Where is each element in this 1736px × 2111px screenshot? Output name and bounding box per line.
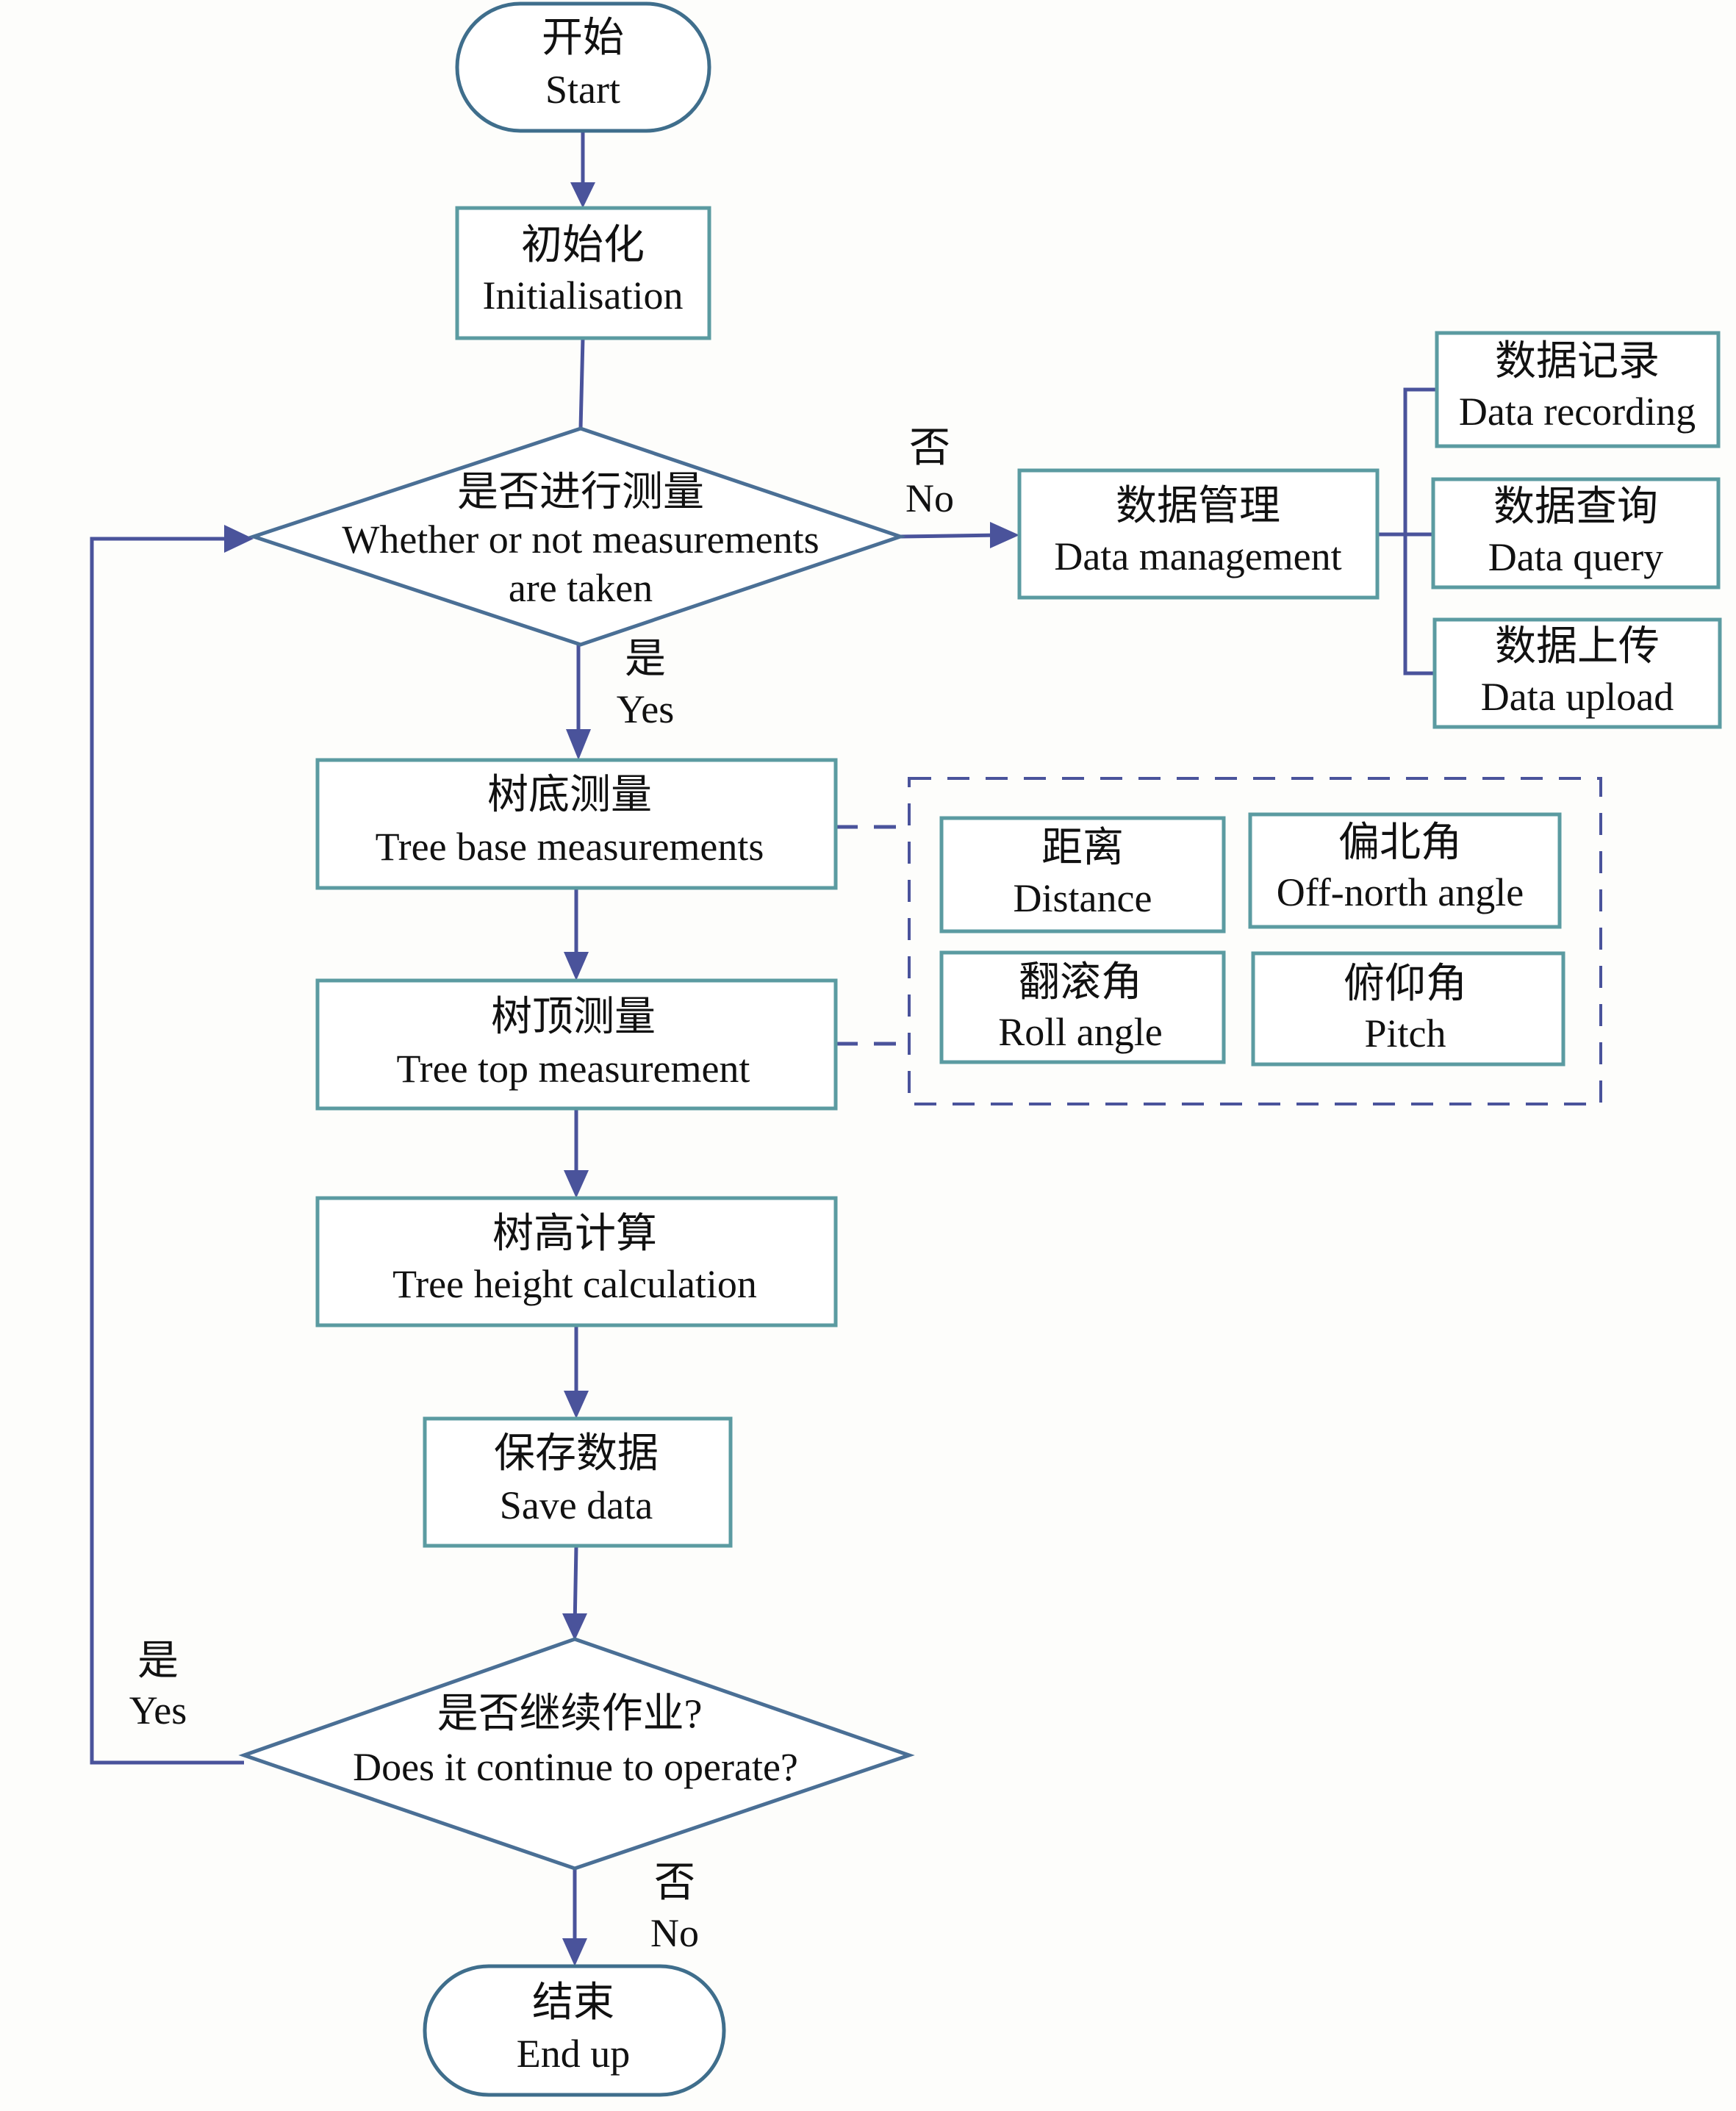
roll-label-en: Roll angle: [998, 1010, 1162, 1054]
end-label-en: End up: [517, 2032, 631, 2076]
arrowhead: [562, 1613, 587, 1641]
edge-loop-back: [90, 537, 244, 1765]
data-query-label-en: Data query: [1488, 535, 1663, 579]
save-label-en: Save data: [500, 1483, 653, 1527]
edge-label-continue-no-en: No: [650, 1911, 699, 1955]
tree-height-calculation-process[interactable]: 树高计算 Tree height calculation: [315, 1196, 838, 1327]
decision-continue-label-en: Does it continue to operate?: [353, 1745, 798, 1789]
arrowhead: [564, 952, 589, 981]
tree-base-process[interactable]: 树底测量 Tree base measurements: [315, 758, 838, 890]
start-label-en: Start: [545, 68, 620, 112]
decision-measure-label-en1: Whether or not measurements: [342, 517, 819, 562]
distance-param[interactable]: 距离 Distance: [939, 816, 1226, 933]
edge-decision-datamgmt: [900, 533, 1000, 539]
roll-angle-param[interactable]: 翻滚角 Roll angle: [939, 950, 1226, 1064]
start-label-zh: 开始: [542, 15, 624, 61]
decision-measure-label-zh: 是否进行测量: [457, 470, 704, 515]
off-north-label-zh: 偏北角: [1338, 820, 1462, 866]
data-recording-label-zh: 数据记录: [1495, 339, 1660, 384]
arrowhead: [564, 1170, 589, 1198]
edge-label-yes-zh: 是: [625, 637, 666, 682]
arrowhead: [562, 1938, 587, 1966]
decision-continue-label-zh: 是否继续作业?: [437, 1691, 703, 1737]
init-label-en: Initialisation: [483, 273, 684, 318]
data-management-label-en: Data management: [1054, 534, 1341, 578]
tree-top-label-zh: 树顶测量: [491, 994, 656, 1040]
decision-measure[interactable]: 是否进行测量 Whether or not measurements are t…: [248, 426, 906, 647]
save-label-zh: 保存数据: [494, 1431, 659, 1477]
arrowhead: [564, 1391, 589, 1419]
pitch-label-zh: 俯仰角: [1344, 961, 1467, 1007]
data-upload-process[interactable]: 数据上传 Data upload: [1432, 617, 1722, 729]
off-north-label-en: Off-north angle: [1277, 870, 1524, 914]
connectors: [90, 131, 1437, 1966]
arrowhead: [224, 525, 254, 553]
data-query-label-zh: 数据查询: [1493, 484, 1658, 530]
measurement-parameters-group: [908, 777, 1602, 1105]
distance-label-zh: 距离: [1041, 825, 1124, 871]
roll-label-zh: 翻滚角: [1019, 960, 1142, 1006]
decision-measure-label-en2: are taken: [509, 566, 653, 610]
end-label-zh: 结束: [532, 1980, 614, 2026]
save-data-process[interactable]: 保存数据 Save data: [423, 1416, 733, 1548]
distance-label-en: Distance: [1014, 876, 1152, 920]
edge-label-no-zh: 否: [909, 426, 950, 471]
edge-label-no-en: No: [905, 476, 954, 520]
init-label-zh: 初始化: [521, 223, 645, 268]
tree-top-process[interactable]: 树顶测量 Tree top measurement: [315, 978, 838, 1111]
end-terminal[interactable]: 结束 End up: [423, 1964, 726, 2097]
arrowhead: [990, 522, 1019, 548]
data-recording-process[interactable]: 数据记录 Data recording: [1435, 331, 1721, 448]
pitch-label-en: Pitch: [1364, 1011, 1446, 1056]
data-upload-label-zh: 数据上传: [1495, 624, 1660, 670]
edge-label-yes-en: Yes: [617, 687, 675, 731]
edge-label-continue-yes-zh: 是: [137, 1638, 179, 1684]
height-calc-label-zh: 树高计算: [492, 1211, 657, 1257]
off-north-angle-param[interactable]: 偏北角 Off-north angle: [1248, 812, 1562, 929]
data-management-process[interactable]: 数据管理 Data management: [1017, 468, 1380, 600]
branch-bracket: [1403, 387, 1437, 675]
edge-label-continue-yes-en: Yes: [129, 1688, 187, 1732]
init-process[interactable]: 初始化 Initialisation: [455, 206, 711, 340]
pitch-param[interactable]: 俯仰角 Pitch: [1251, 951, 1565, 1067]
start-terminal[interactable]: 开始 Start: [455, 1, 711, 133]
tree-base-label-en: Tree base measurements: [376, 825, 764, 869]
edge-init-decision: [578, 337, 585, 429]
data-query-process[interactable]: 数据查询 Data query: [1431, 477, 1721, 589]
arrowhead: [570, 182, 595, 208]
data-recording-label-en: Data recording: [1459, 390, 1696, 434]
height-calc-label-en: Tree height calculation: [392, 1262, 757, 1306]
data-upload-label-en: Data upload: [1481, 675, 1674, 719]
edge-label-continue-no-zh: 否: [654, 1860, 695, 1906]
arrowhead: [566, 729, 591, 760]
tree-base-label-zh: 树底测量: [487, 773, 652, 818]
decision-continue[interactable]: 是否继续作业? Does it continue to operate?: [238, 1637, 915, 1871]
data-management-label-zh: 数据管理: [1116, 484, 1280, 529]
tree-top-label-en: Tree top measurement: [397, 1047, 750, 1091]
